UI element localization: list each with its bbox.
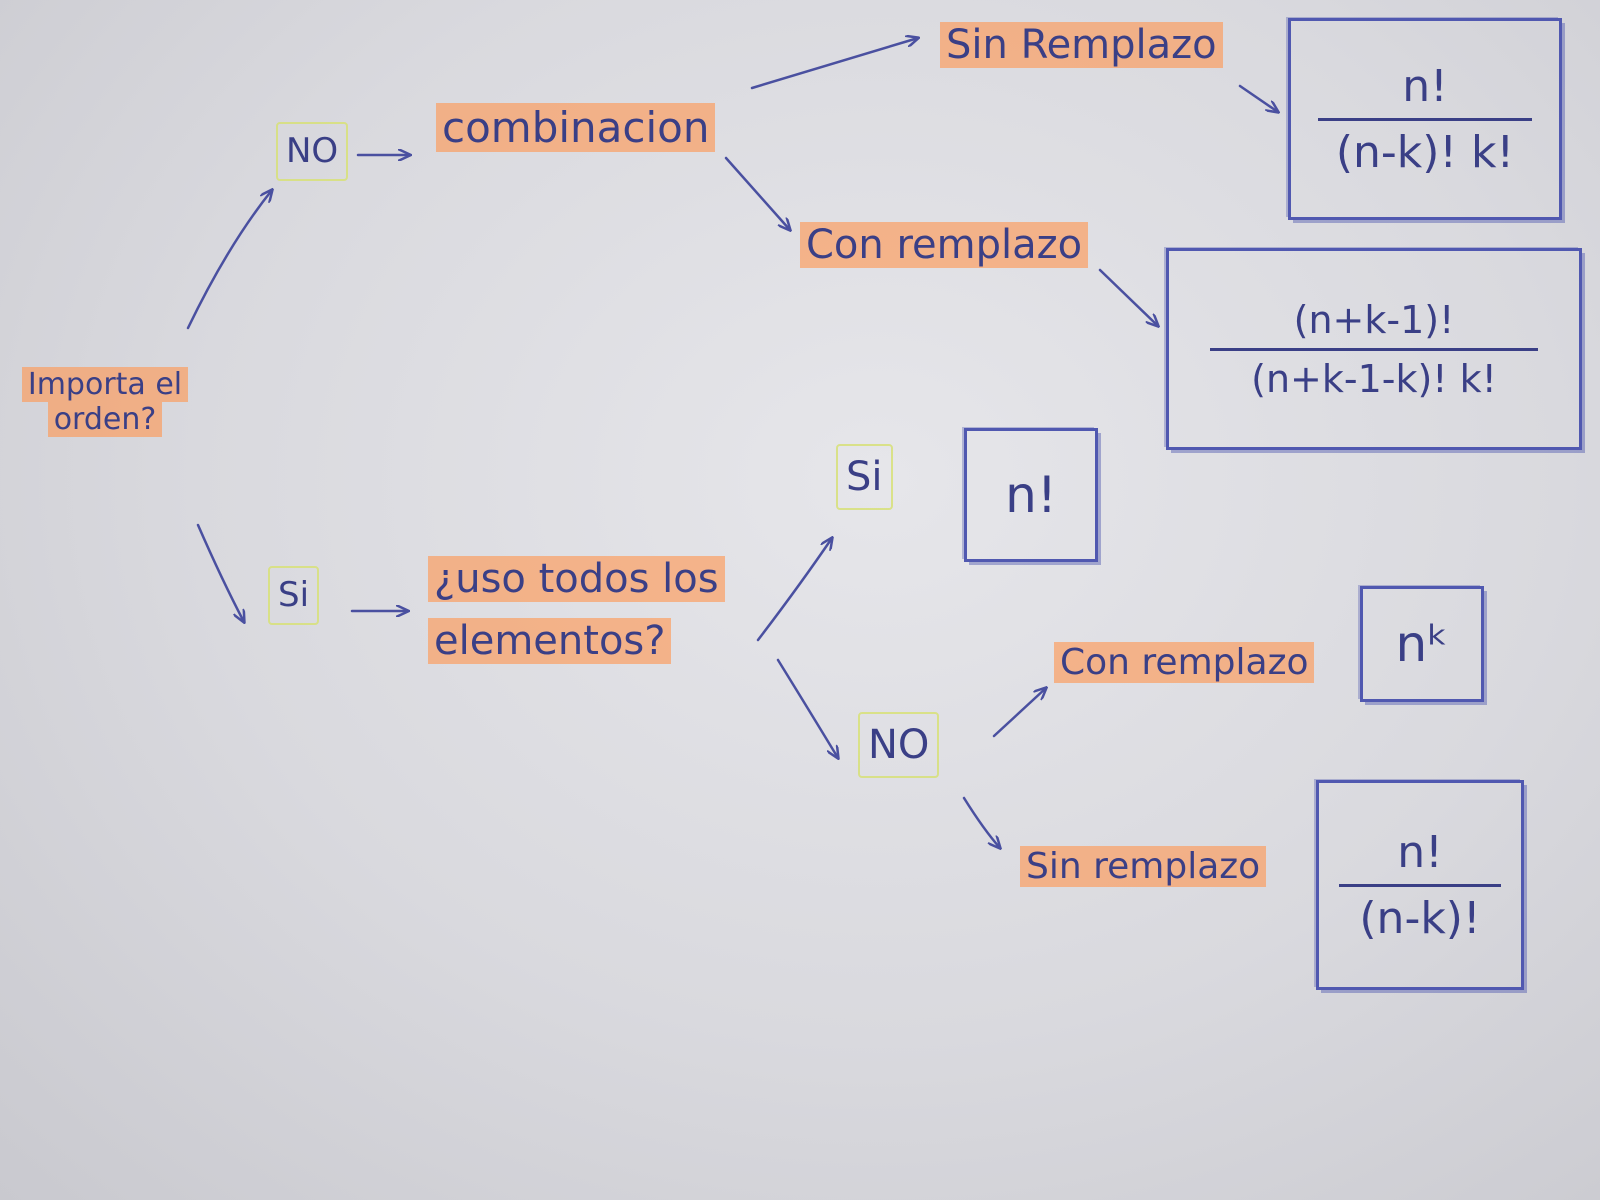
sin-remplazo-var-node: Sin remplazo bbox=[1020, 846, 1267, 887]
arrow-combinacion-to-con-remplazo bbox=[724, 156, 790, 230]
con-remplazo-var-text: Con remplazo bbox=[1054, 642, 1315, 683]
formula-var-sin-bar bbox=[1339, 883, 1501, 887]
sub-si-label: Si bbox=[836, 444, 893, 510]
root-question: Importa el orden? bbox=[0, 367, 210, 437]
branch-no-text: NO bbox=[286, 131, 339, 171]
con-remplazo-comb-node: Con remplazo bbox=[800, 222, 1089, 268]
sin-remplazo-var-text: Sin remplazo bbox=[1020, 846, 1267, 887]
arrow-sin-remplazo-to-formula bbox=[1238, 84, 1278, 112]
arrow-uso-to-no bbox=[776, 658, 838, 758]
formula-variacion-con-remplazo: nᵏ bbox=[1360, 586, 1484, 702]
formula-comb-con-bar bbox=[1210, 347, 1538, 351]
con-remplazo-comb-text: Con remplazo bbox=[800, 222, 1089, 268]
sub-no-text: NO bbox=[868, 722, 930, 768]
uso-todos-text: ¿uso todos los elementos? bbox=[428, 556, 725, 664]
combinacion-node: combinacion bbox=[436, 103, 716, 152]
arrow-root-to-si bbox=[196, 523, 244, 622]
sub-si-text: Si bbox=[846, 454, 883, 500]
sin-remplazo-comb-node: Sin Remplazo bbox=[940, 22, 1223, 68]
arrow-no-to-con-remplazo bbox=[992, 688, 1046, 738]
sub-no-label: NO bbox=[858, 712, 940, 778]
formula-comb-sin-num: n! bbox=[1402, 60, 1448, 112]
arrow-uso-to-si bbox=[756, 538, 832, 642]
formula-var-sin-den: (n-k)! bbox=[1359, 892, 1481, 944]
arrow-combinacion-to-sin-remplazo bbox=[750, 38, 918, 90]
formula-comb-con-den: (n+k-1-k)! k! bbox=[1251, 356, 1497, 401]
combinacion-text: combinacion bbox=[436, 103, 716, 152]
formula-var-sin-num: n! bbox=[1397, 826, 1443, 878]
formula-comb-con-num: (n+k-1)! bbox=[1293, 297, 1455, 342]
branch-no-label: NO bbox=[276, 122, 349, 182]
formula-combinacion-con-remplazo: (n+k-1)! (n+k-1-k)! k! bbox=[1166, 248, 1582, 450]
arrow-con-remplazo-to-formula bbox=[1098, 268, 1158, 326]
formula-comb-sin-den: (n-k)! k! bbox=[1335, 126, 1515, 178]
root-question-text: Importa el orden? bbox=[21, 367, 189, 437]
uso-todos-node: ¿uso todos los elementos? bbox=[428, 548, 738, 672]
formula-combinacion-sin-remplazo: n! (n-k)! k! bbox=[1288, 18, 1562, 220]
branch-si-text: Si bbox=[278, 575, 310, 615]
formula-comb-sin-bar bbox=[1317, 117, 1533, 121]
formula-variacion-sin-remplazo: n! (n-k)! bbox=[1316, 780, 1524, 990]
branch-si-label: Si bbox=[268, 566, 320, 626]
formula-permutacion-text: n! bbox=[1005, 466, 1057, 524]
arrow-root-to-no bbox=[186, 190, 272, 330]
con-remplazo-var-node: Con remplazo bbox=[1054, 642, 1315, 683]
sin-remplazo-comb-text: Sin Remplazo bbox=[940, 22, 1223, 68]
formula-permutacion: n! bbox=[964, 428, 1098, 562]
formula-var-con-text: nᵏ bbox=[1395, 615, 1449, 673]
arrow-no-to-sin-remplazo bbox=[962, 796, 1000, 848]
